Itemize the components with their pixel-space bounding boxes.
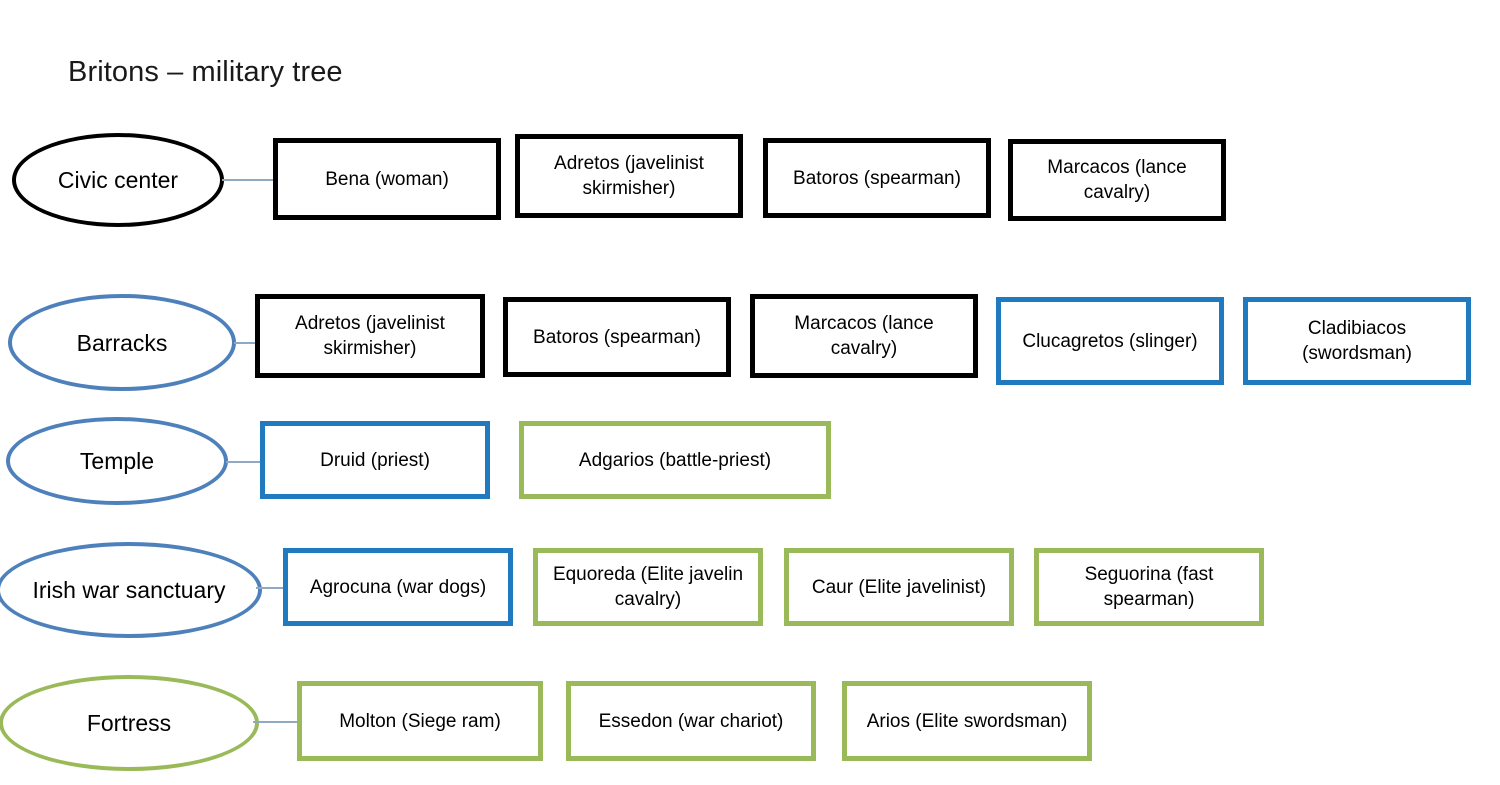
node-barracks[interactable]: Barracks [8, 294, 236, 391]
page-title: Britons – military tree [68, 56, 343, 88]
unit-label: Equoreda (Elite javelin cavalry) [552, 564, 744, 610]
unit-box-marcacos[interactable]: Marcacos (lance cavalry) [750, 294, 978, 378]
unit-box-batoros[interactable]: Batoros (spearman) [503, 297, 731, 377]
unit-box-agrocuna[interactable]: Agrocuna (war dogs) [283, 548, 513, 626]
node-label: Civic center [57, 167, 179, 193]
node-label: Temple [79, 448, 155, 474]
node-civic-center[interactable]: Civic center [12, 133, 224, 227]
unit-box-bena[interactable]: Bena (woman) [273, 138, 501, 220]
unit-label: Marcacos (lance cavalry) [794, 313, 934, 359]
unit-box-druid[interactable]: Druid (priest) [260, 421, 490, 499]
unit-box-arios[interactable]: Arios (Elite swordsman) [842, 681, 1092, 761]
node-irish-war-sanctuary[interactable]: Irish war sanctuary [0, 542, 262, 638]
unit-box-molton[interactable]: Molton (Siege ram) [297, 681, 543, 761]
unit-box-adgarios[interactable]: Adgarios (battle-priest) [519, 421, 831, 499]
node-label: Fortress [86, 710, 172, 736]
unit-label: Marcacos (lance cavalry) [1047, 157, 1187, 203]
connector-temple [226, 461, 262, 463]
unit-label: Bena (woman) [325, 168, 449, 190]
unit-box-marcacos[interactable]: Marcacos (lance cavalry) [1008, 139, 1226, 221]
unit-label: Cladibiacos (swordsman) [1302, 318, 1412, 364]
unit-label: Agrocuna (war dogs) [309, 576, 487, 598]
unit-label: Seguorina (fast spearman) [1084, 564, 1214, 610]
connector-fortress [253, 721, 301, 723]
unit-box-equoreda[interactable]: Equoreda (Elite javelin cavalry) [533, 548, 763, 626]
unit-box-essedon[interactable]: Essedon (war chariot) [566, 681, 816, 761]
unit-label: Essedon (war chariot) [598, 710, 784, 732]
node-label: Barracks [76, 329, 168, 356]
connector-irish-war-sanctuary [256, 587, 286, 589]
unit-label: Adretos (javelinist skirmisher) [554, 153, 704, 199]
unit-label: Batoros (spearman) [793, 167, 961, 189]
unit-box-cladibiacos[interactable]: Cladibiacos (swordsman) [1243, 297, 1471, 385]
unit-label: Clucagretos (slinger) [1022, 330, 1198, 352]
unit-label: Caur (Elite javelinist) [811, 576, 987, 598]
unit-label: Adgarios (battle-priest) [578, 449, 772, 471]
connector-civic-center [222, 179, 275, 181]
unit-box-batoros[interactable]: Batoros (spearman) [763, 138, 991, 218]
connector-barracks [234, 342, 260, 344]
unit-box-caur[interactable]: Caur (Elite javelinist) [784, 548, 1014, 626]
unit-box-clucagretos[interactable]: Clucagretos (slinger) [996, 297, 1224, 385]
unit-label: Adretos (javelinist skirmisher) [295, 313, 445, 359]
unit-box-adretos[interactable]: Adretos (javelinist skirmisher) [515, 134, 743, 218]
unit-label: Batoros (spearman) [533, 326, 701, 348]
node-temple[interactable]: Temple [6, 417, 228, 505]
unit-label: Molton (Siege ram) [339, 710, 501, 732]
unit-label: Arios (Elite swordsman) [866, 710, 1068, 732]
unit-box-seguorina[interactable]: Seguorina (fast spearman) [1034, 548, 1264, 626]
node-fortress[interactable]: Fortress [0, 675, 259, 771]
node-label: Irish war sanctuary [32, 577, 226, 603]
unit-box-adretos[interactable]: Adretos (javelinist skirmisher) [255, 294, 485, 378]
unit-label: Druid (priest) [320, 449, 430, 471]
